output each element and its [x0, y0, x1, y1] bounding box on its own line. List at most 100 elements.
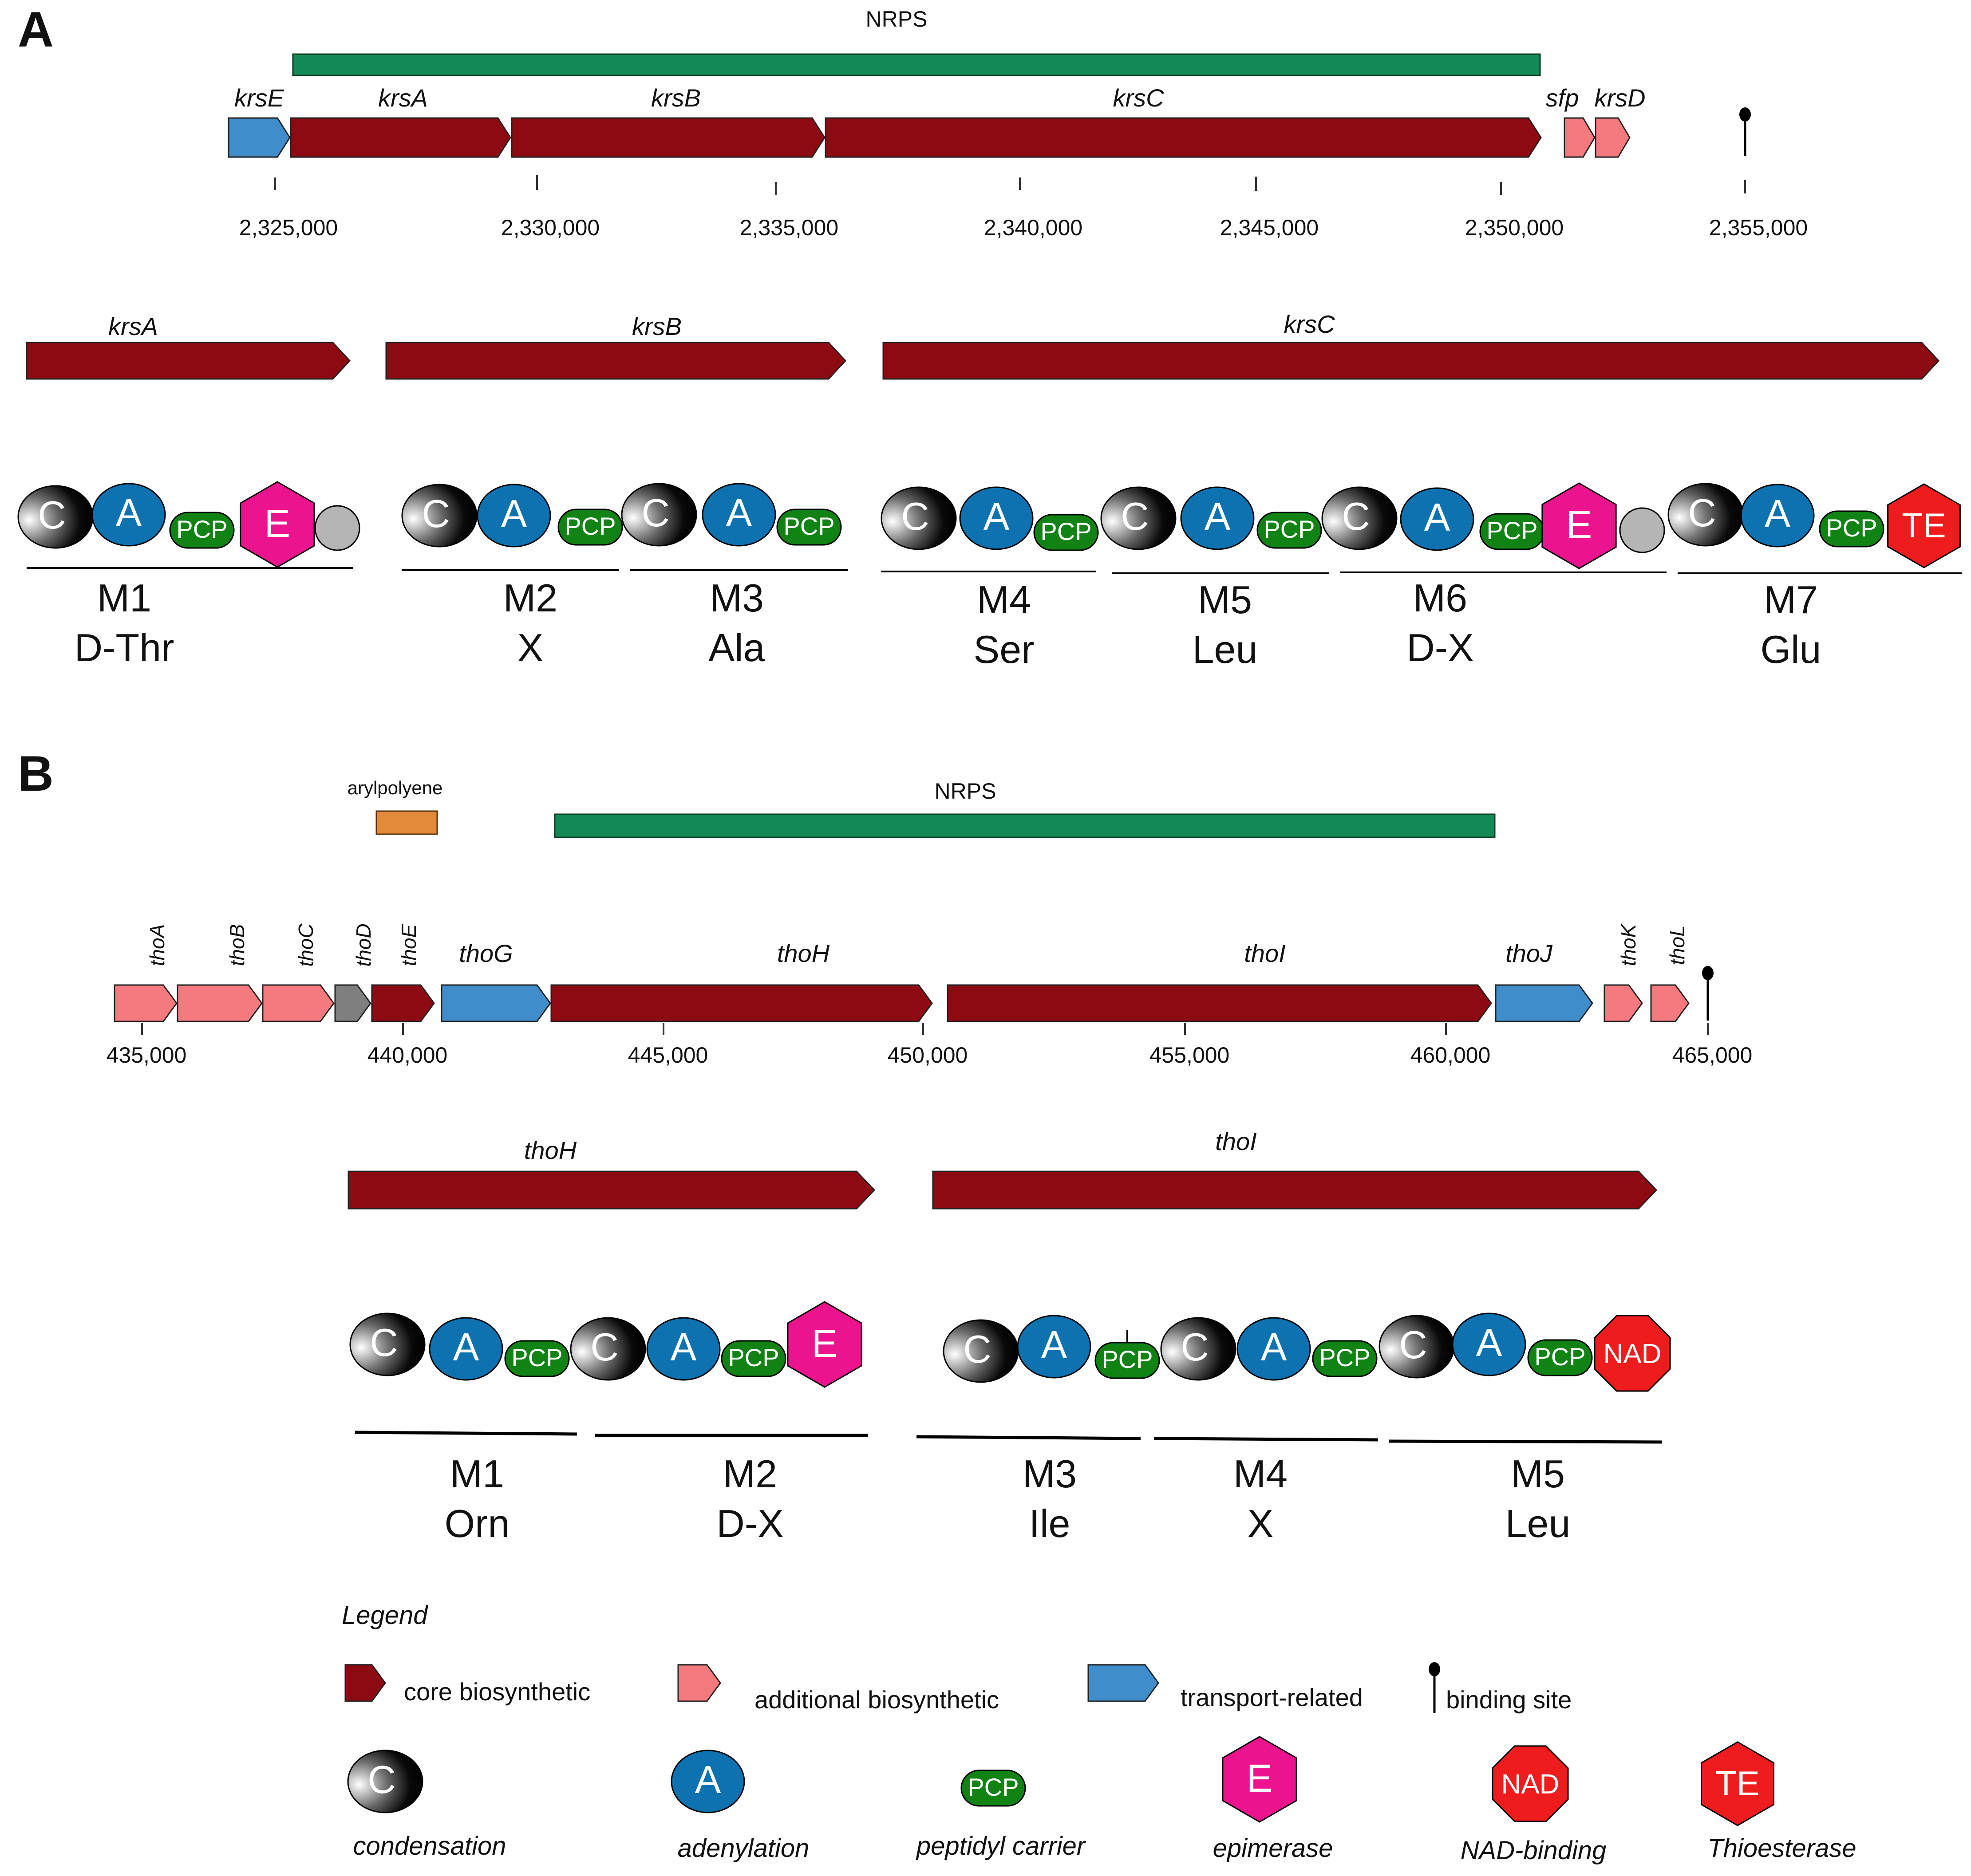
panel-a-m2-domain-a-label: A: [501, 492, 527, 536]
panel-b-m5-substrate: Leu: [1505, 1502, 1571, 1545]
panel-a-m4-domain-pcp: PCP: [1033, 514, 1099, 551]
panel-b-m1-domain-a-label: A: [453, 1325, 479, 1369]
panel-a-gene-krsb-arrow: [511, 117, 826, 158]
panel-a-m3-id: M3: [710, 576, 764, 620]
panel-a-gene-krsc-label: krsC: [1113, 84, 1164, 112]
panel-a-label: A: [18, 2, 54, 57]
panel-a-m7-domain-a: A: [1740, 484, 1815, 548]
panel-a-axis-tick-label: 2,350,000: [1465, 215, 1564, 240]
panel-a-axis-tick-label: 2,345,000: [1220, 215, 1319, 240]
panel-b-gene-thog-arrow: [441, 984, 551, 1022]
panel-b-nrps-thoh-arrow: [348, 1171, 876, 1210]
panel-a-m1-domain-c-label: C: [38, 493, 66, 537]
panel-a-m1-domain-e: E: [240, 481, 315, 568]
panel-b-gene-thol-arrow: [1650, 984, 1690, 1022]
panel-a-m1-domain-c: C: [17, 485, 94, 549]
panel-a-gene-krsb-label: krsB: [651, 84, 701, 112]
panel-a-gene-sfp-label: sfp: [1546, 84, 1579, 112]
panel-b-m2-domain-c-label: C: [590, 1325, 619, 1369]
legend-domain-c-symbol-label: C: [367, 1758, 396, 1801]
panel-b-m4-domain-pcp: PCP: [1312, 1340, 1378, 1377]
panel-b-axis-tick-label: 455,000: [1149, 1043, 1230, 1068]
legend-domain-te-label: Thioesterase: [1707, 1834, 1856, 1863]
panel-a-axis-tick-label: 2,335,000: [740, 215, 838, 240]
panel-b-axis-tick-label: 435,000: [107, 1043, 187, 1068]
panel-a-region-nrps-label: NRPS: [866, 7, 928, 32]
panel-b-m2-id: M2: [723, 1452, 777, 1496]
legend-domain-a-symbol-label: A: [695, 1758, 721, 1801]
panel-b-m5-domain-c: C: [1379, 1315, 1455, 1379]
panel-a-m6-domain-c-label: C: [1342, 494, 1370, 538]
panel-a-m5-domain-pcp: PCP: [1256, 512, 1322, 549]
panel-b-m4-substrate: X: [1248, 1502, 1274, 1545]
panel-a-m4-substrate: Ser: [974, 627, 1035, 671]
panel-a-m6-domain-e: E: [1541, 482, 1617, 569]
panel-a-m2-id: M2: [503, 576, 557, 620]
panel-b-gene-thob-label: thoB: [225, 924, 249, 966]
panel-a-m4-domain-c-label: C: [901, 494, 929, 538]
panel-b-gene-thok-label: thoK: [1617, 923, 1640, 966]
panel-b-region-arylpolyene-bar: [375, 810, 438, 835]
panel-b-m1-domain-a: A: [429, 1317, 503, 1381]
legend-transport-related-label: transport-related: [1181, 1683, 1363, 1711]
panel-b-gene-thol-label: thoL: [1666, 925, 1689, 965]
panel-a-m6-domain-pcp-label: PCP: [1486, 516, 1537, 544]
panel-a-m7-domain-pcp: PCP: [1819, 510, 1884, 548]
panel-b-m2-domain-pcp: PCP: [721, 1340, 786, 1377]
panel-b-gene-thoe-arrow: [371, 984, 435, 1022]
panel-a-m3-domain-a: A: [702, 483, 776, 547]
panel-b-m3-underline: [916, 1435, 1141, 1440]
panel-b-axis-tick-label: 465,000: [1672, 1043, 1753, 1068]
panel-b-m4-domain-c: C: [1160, 1317, 1236, 1381]
panel-b-m4-underline: [1153, 1437, 1379, 1442]
panel-b-m1-domain-c: C: [349, 1312, 426, 1376]
panel-b-m3-domain-a-label: A: [1041, 1323, 1067, 1367]
panel-b-m4-domain-c-label: C: [1181, 1325, 1209, 1369]
panel-a-gene-krse-arrow: [228, 117, 291, 158]
panel-a-gene-krsc-arrow: [825, 117, 1542, 158]
panel-a-m2-domain-pcp-label: PCP: [565, 512, 616, 540]
panel-b-gene-thok-arrow: [1604, 984, 1643, 1022]
legend-domain-nad-symbol: NAD: [1492, 1745, 1569, 1822]
panel-a-m1-domain-pcp: PCP: [169, 512, 235, 549]
legend-domain-a-label: adenylation: [678, 1834, 810, 1863]
legend-domain-e-symbol: E: [1222, 1736, 1297, 1823]
panel-a-m1-domain-e-label: E: [265, 501, 291, 545]
panel-b-gene-thoa-label: thoA: [146, 924, 169, 966]
panel-a-m2-domain-c-label: C: [422, 492, 450, 536]
panel-a-gene-sfp-arrow: [1564, 117, 1596, 158]
legend-domain-pcp-label: peptidyl carrier: [916, 1832, 1086, 1860]
panel-b-m2-domain-a: A: [646, 1317, 721, 1381]
legend-domain-a-symbol: A: [671, 1750, 745, 1813]
panel-a-m3-domain-pcp-label: PCP: [783, 512, 834, 540]
legend-domain-te-symbol: TE: [1701, 1741, 1774, 1826]
panel-b-m2-domain-a-label: A: [671, 1325, 697, 1369]
panel-b-gene-thoi-arrow: [947, 984, 1492, 1022]
panel-a-m3-substrate: Ala: [708, 626, 765, 670]
panel-b-label: B: [18, 746, 54, 801]
panel-b-m4-id: M4: [1233, 1452, 1288, 1496]
panel-b-m3-id: M3: [1023, 1452, 1077, 1496]
panel-b-nrps-thoi-arrow: [932, 1171, 1658, 1210]
panel-a-m5-domain-a-label: A: [1205, 494, 1231, 538]
panel-b-m2-domain-pcp-label: PCP: [728, 1344, 779, 1372]
panel-b-m5-domain-nad: NAD: [1594, 1315, 1671, 1392]
panel-b-region-nrps-label: NRPS: [935, 779, 996, 804]
panel-b-m1-domain-c-label: C: [370, 1320, 398, 1364]
panel-a-m3-domain-c-label: C: [641, 491, 670, 535]
panel-a-m2-substrate: X: [517, 626, 544, 670]
panel-b-m2-substrate: D-X: [716, 1502, 784, 1545]
panel-b-gene-thoh-arrow: [550, 984, 933, 1022]
panel-b-gene-thob-arrow: [177, 984, 263, 1022]
panel-b-axis-tick-label: 440,000: [367, 1043, 448, 1068]
panel-b-region-nrps-bar: [554, 813, 1496, 838]
panel-a-m1-domain-a: A: [91, 483, 166, 547]
panel-a-m2-domain-pcp: PCP: [557, 508, 623, 546]
panel-b-m5-domain-nad-label: NAD: [1604, 1339, 1662, 1369]
panel-a-m4-domain-a: A: [959, 486, 1034, 550]
legend-transport-related-swatch: [1087, 1664, 1159, 1702]
panel-a-axis-tick-label: 2,340,000: [984, 215, 1082, 240]
panel-a-m1-id: M1: [97, 576, 151, 620]
panel-b-gene-thoh-label: thoH: [777, 939, 830, 967]
panel-b-axis-tick-label: 445,000: [628, 1043, 708, 1068]
